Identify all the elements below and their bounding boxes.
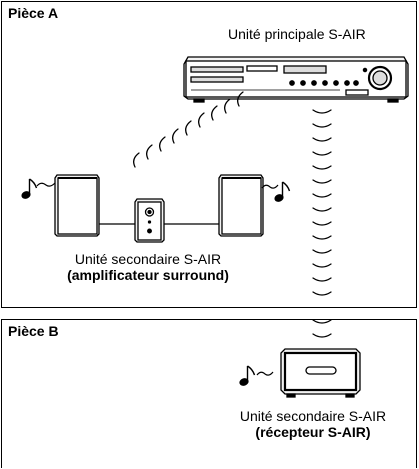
receiver-icon (280, 348, 361, 398)
wave-arc (312, 319, 332, 324)
wireless-wave-icon-diagonal (133, 91, 244, 168)
music-note-icon-room-b (239, 365, 274, 386)
music-note-icon-left (21, 178, 56, 199)
surround-unit-type: (amplificateur surround) (67, 267, 229, 283)
room-b-label: Pièce B (8, 323, 59, 339)
receiver-unit-caption: Unité secondaire S-AIR (récepteur S-AIR) (210, 408, 416, 440)
wave-arc (312, 221, 332, 226)
wave-arc (312, 137, 332, 142)
speaker-icon-right (218, 174, 264, 237)
wave-arc (312, 235, 332, 240)
amplifier-icon (134, 198, 165, 243)
wave-arc (312, 333, 332, 338)
wave-arc (312, 151, 332, 156)
wave-arc (312, 277, 332, 282)
wave-arc (312, 123, 332, 128)
surround-unit-label: Unité secondaire S-AIR (74, 251, 222, 267)
room-a-panel: Pièce A (1, 1, 417, 308)
speaker-icon-left (54, 174, 100, 237)
receiver-unit-type: (récepteur S-AIR) (255, 424, 371, 440)
surround-unit-caption: Unité secondaire S-AIR (amplificateur su… (28, 251, 268, 283)
wave-arc (312, 165, 332, 170)
wave-arc (312, 263, 332, 268)
main-unit-label: Unité principale S-AIR (228, 26, 366, 42)
wireless-wave-icon-vertical (312, 109, 332, 338)
receiver-unit-label: Unité secondaire S-AIR (239, 408, 387, 424)
wave-arc (312, 291, 332, 296)
wave-arc (312, 179, 332, 184)
wave-arc (312, 193, 332, 198)
wave-arc (312, 249, 332, 254)
room-a-label: Pièce A (8, 5, 59, 21)
wave-arc (312, 207, 332, 212)
av-receiver-icon (183, 56, 409, 103)
main-unit-caption: Unité principale S-AIR (228, 26, 366, 42)
wave-arc (312, 109, 332, 114)
music-note-icon-right (261, 181, 291, 202)
